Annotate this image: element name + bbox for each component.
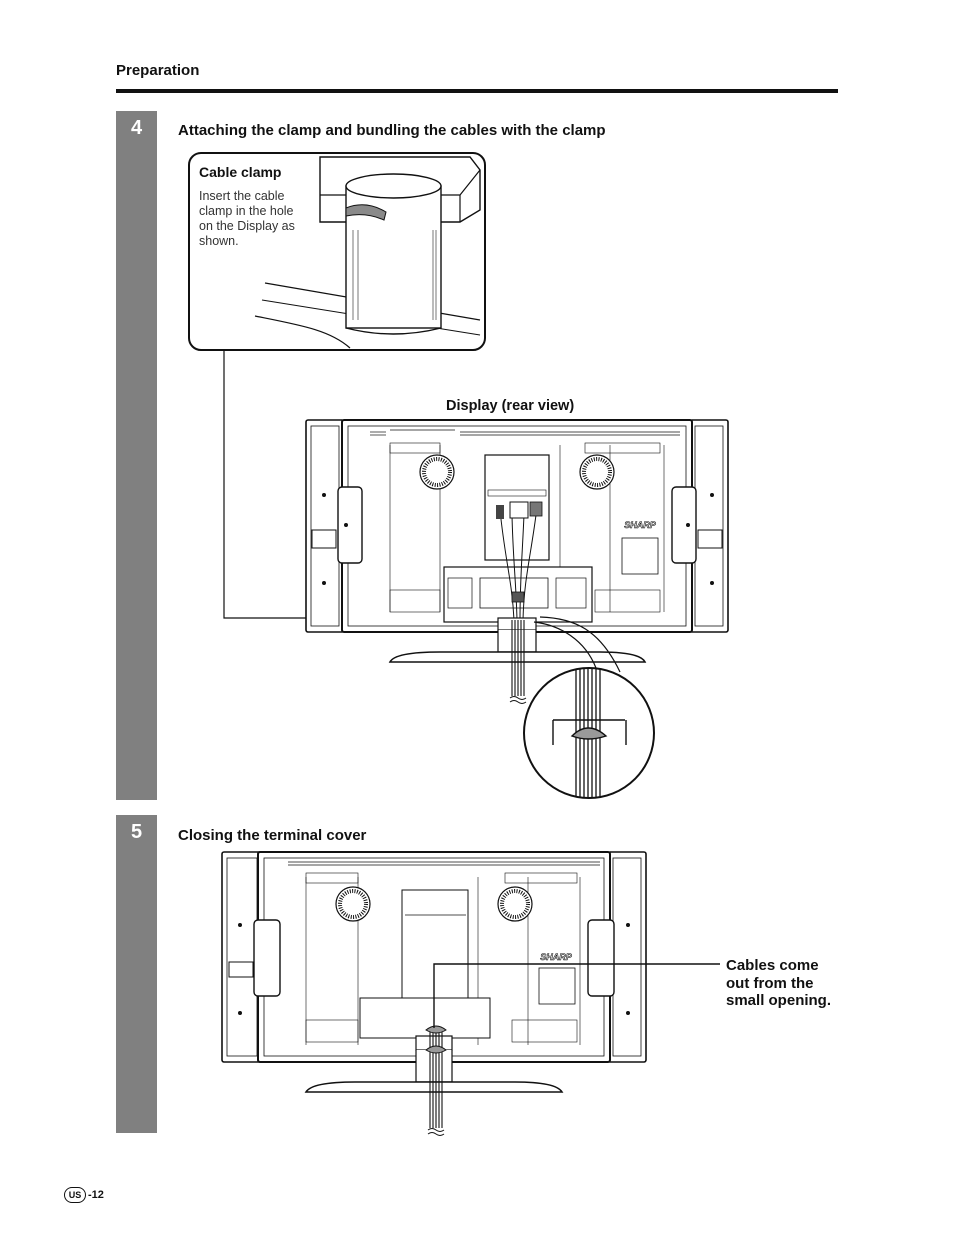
display-closed-brand-logo: SHARP (540, 952, 573, 962)
cable-clamp-line: on the Display as (199, 219, 295, 233)
step-5-title: Closing the terminal cover (178, 827, 367, 844)
note-line: small opening. (726, 992, 832, 1009)
section-title: Preparation (116, 62, 200, 79)
display-rear-view-figure: SHARP (305, 419, 729, 799)
cable-clamp-line: Insert the cable (199, 189, 285, 203)
display-brand-logo: SHARP (624, 520, 657, 530)
note-line: Cables come (726, 957, 819, 974)
step-5-number: 5 (130, 821, 143, 843)
step-4-number: 4 (130, 117, 143, 139)
page-number-text: -12 (88, 1189, 104, 1201)
step-5-bar: 5 (116, 815, 157, 1133)
cable-clamp-line: clamp in the hole (199, 204, 294, 218)
cable-clamp-instructions: Insert the cable clamp in the hole on th… (199, 189, 317, 249)
display-closed-cover-figure: SHARP (221, 851, 720, 1136)
cable-clamp-callout-figure (188, 152, 500, 619)
step-4-title: Attaching the clamp and bundling the cab… (178, 122, 606, 139)
cable-clamp-line: shown. (199, 234, 239, 248)
note-line: out from the (726, 974, 814, 992)
display-rear-view-label: Display (rear view) (446, 398, 575, 414)
page-number: US -12 (64, 1187, 104, 1203)
step-4-bar: 4 (116, 111, 157, 800)
region-badge: US (64, 1187, 86, 1203)
cable-clamp-title: Cable clamp (199, 164, 282, 180)
header-rule (116, 89, 838, 93)
cables-opening-note: Cables come out from the small opening. (726, 957, 831, 1010)
